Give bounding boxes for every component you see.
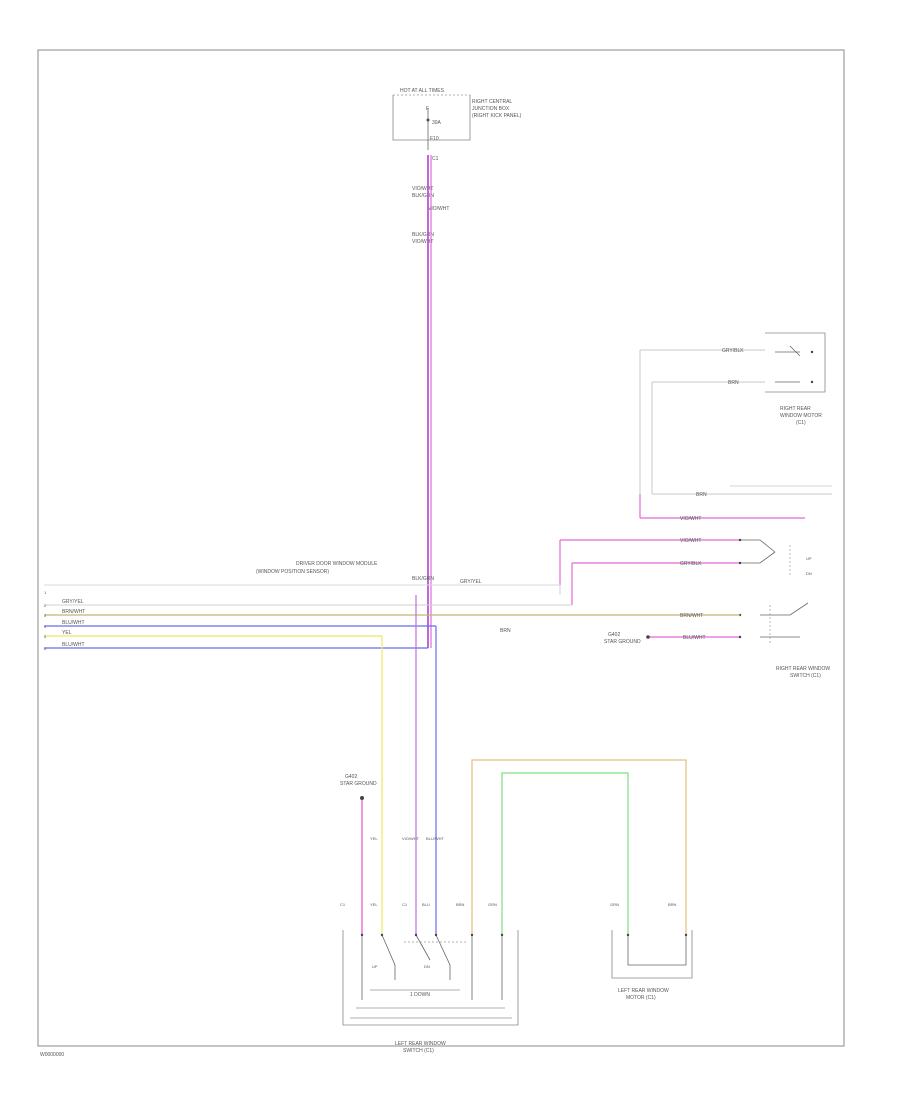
right-wire-label-5: BRN/WHT <box>680 613 703 619</box>
svg-text:VIO/WHT: VIO/WHT <box>402 836 420 841</box>
svg-text:UP: UP <box>806 556 812 561</box>
left-switch-label-2: SWITCH (C1) <box>403 1048 434 1054</box>
wire-top-label-2: BLK/GRN <box>412 193 434 199</box>
loop-wire-orange <box>471 759 687 935</box>
top-right-comp-label-1: RIGHT REAR <box>780 406 811 412</box>
top-right-wire-label-2: BRN <box>728 380 739 386</box>
left-motor-label-2: MOTOR (C1) <box>626 995 656 1001</box>
bus-label-2: BRN/WHT <box>62 609 85 615</box>
fuse-box-label-2: 30A <box>432 120 442 126</box>
mid-ground-label-2: STAR GROUND <box>340 781 377 787</box>
mid-ground-label: G402 <box>345 774 357 780</box>
svg-text:GRN: GRN <box>488 902 497 907</box>
driver-module-label-1: DRIVER DOOR WINDOW MODULE <box>296 561 378 567</box>
svg-text:BRN: BRN <box>456 902 465 907</box>
left-rear-window-switch: UP DN <box>342 930 519 1026</box>
right-wire-label-3: VIO/WHT <box>680 538 701 544</box>
right-rear-window-switch: UP DN <box>738 538 812 645</box>
left-rear-window-motor <box>611 930 693 979</box>
bus-label-5: BLU/WHT <box>62 642 85 648</box>
loop-wire-green <box>501 772 629 935</box>
right-rear-window-motor <box>765 332 826 393</box>
svg-text:BLU/WHT: BLU/WHT <box>426 836 445 841</box>
top-right-comp-label-3: (C1) <box>796 420 806 426</box>
svg-text:3: 3 <box>44 613 47 618</box>
pin-labels: C1 YEL C1 BLU BRN GRN GRN BRN YEL VIO/WH… <box>340 836 677 907</box>
svg-text:C1: C1 <box>340 902 346 907</box>
svg-text:GRN: GRN <box>610 902 619 907</box>
fuse-top-right-label-2: JUNCTION BOX <box>472 106 510 112</box>
footer-code: W0000000 <box>40 1052 64 1058</box>
svg-text:DN: DN <box>424 964 430 969</box>
fuse-box-label-3: F10 <box>430 136 439 142</box>
svg-text:DN: DN <box>806 571 812 576</box>
right-switch-label-1: RIGHT REAR WINDOW <box>776 666 830 672</box>
right-ground-label: G402 <box>608 632 620 638</box>
wire-top-label-1: VIO/WHT <box>412 186 433 192</box>
svg-text:5: 5 <box>44 634 47 639</box>
wire-top-label-3: VIO/WHT <box>428 206 449 212</box>
wire-top-label-4: BLK/GRN <box>412 232 434 238</box>
fuse-conn-label: C1 <box>432 156 439 162</box>
left-switch-label-1: LEFT REAR WINDOW <box>395 1041 446 1047</box>
svg-text:BRN: BRN <box>668 902 677 907</box>
right-wire-label-4: GRY/BLK <box>680 561 702 567</box>
mid-ground-icon <box>360 796 364 800</box>
right-ground-icon <box>646 635 650 639</box>
left-motor-label-1: LEFT REAR WINDOW <box>618 988 669 994</box>
bottom-note: 1 DOWN <box>410 992 430 998</box>
top-right-comp-label-2: WINDOW MOTOR <box>780 413 822 419</box>
bus-pin-numbers: 1 2 3 4 5 6 <box>44 590 47 651</box>
bus-label-mid: GRY/YEL <box>460 579 482 585</box>
bus-label-right: BRN <box>500 628 511 634</box>
svg-text:BLU: BLU <box>422 902 430 907</box>
bus-label-3: BLU/WHT <box>62 620 85 626</box>
right-ground-label-2: STAR GROUND <box>604 639 641 645</box>
fuse-box-label-1: F <box>426 106 429 112</box>
right-wire-label-6: BLU/WHT <box>683 635 706 641</box>
svg-text:C1: C1 <box>402 902 408 907</box>
fuse-top-right-label-3: (RIGHT KICK PANEL) <box>472 113 522 119</box>
bus-label-4: YEL <box>62 630 72 636</box>
svg-text:6: 6 <box>44 646 47 651</box>
top-right-wire-label-1: GRY/BLK <box>722 348 744 354</box>
diagram-frame <box>37 49 845 1047</box>
fuse-box <box>392 94 471 150</box>
svg-text:2: 2 <box>44 603 47 608</box>
wire-mid-label-1: VIO/WHT <box>412 239 433 245</box>
svg-text:UP: UP <box>372 964 378 969</box>
svg-text:YEL: YEL <box>370 902 378 907</box>
svg-text:4: 4 <box>44 624 47 629</box>
right-wire-label-2: VIO/WHT <box>680 516 701 522</box>
wire-mid-label-2: BLK/GRN <box>412 576 434 582</box>
right-wire-label-1: BRN <box>696 492 707 498</box>
right-switch-label-2: SWITCH (C1) <box>790 673 821 679</box>
svg-text:1: 1 <box>44 590 47 595</box>
driver-module-label-2: (WINDOW POSITION SENSOR) <box>256 569 329 575</box>
bus-label-1: GRY/YEL <box>62 599 84 605</box>
svg-text:YEL: YEL <box>370 836 378 841</box>
fuse-top-left-label: HOT AT ALL TIMES <box>400 88 445 94</box>
fuse-top-right-label-1: RIGHT CENTRAL <box>472 99 512 105</box>
